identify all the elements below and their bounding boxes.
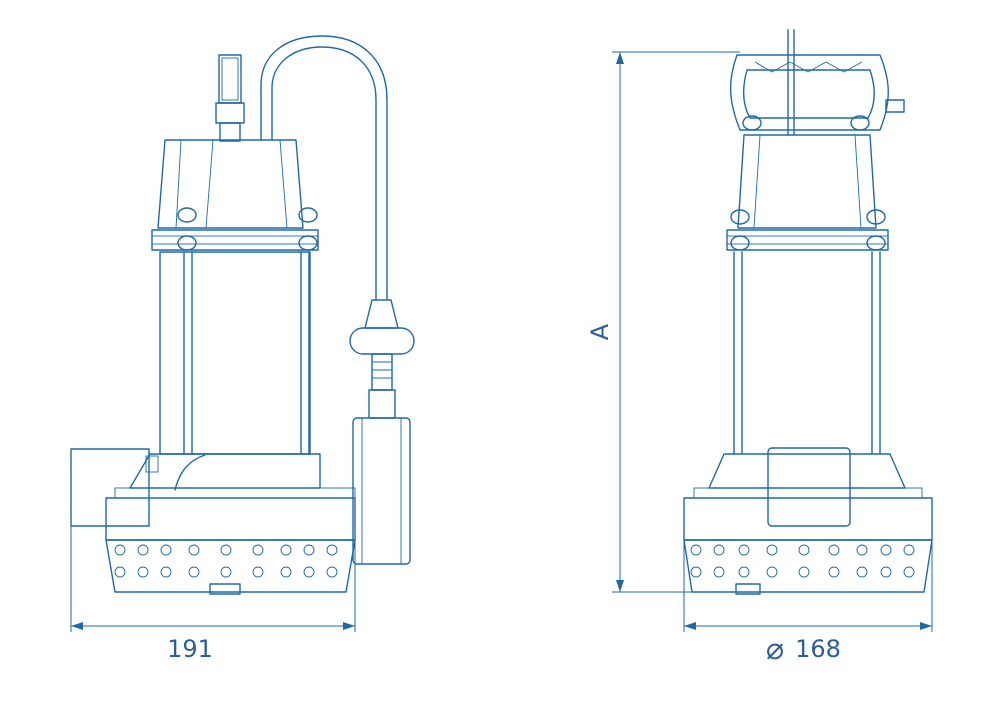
float-switch [349,299,415,565]
cable-gland [215,54,245,142]
width-dimension [70,526,356,632]
strainer-side [683,539,933,595]
pump-side-view [683,29,933,595]
motor-head [151,139,319,251]
motor-body [159,251,311,455]
pump-base-side [683,447,933,541]
width-value: 191 [167,635,213,663]
pump-front-view [70,35,415,595]
height-value: A [586,323,614,340]
diameter-dimension [683,540,933,632]
pump-base [105,453,356,541]
diameter-value: 168 [795,635,841,663]
carry-handle [729,29,905,136]
diameter-symbol: ⌀ [766,632,784,667]
strainer [105,539,356,595]
motor-head-side [726,134,889,251]
motor-body-side [733,251,881,455]
height-dimension [612,51,740,593]
float-cable [260,35,388,301]
